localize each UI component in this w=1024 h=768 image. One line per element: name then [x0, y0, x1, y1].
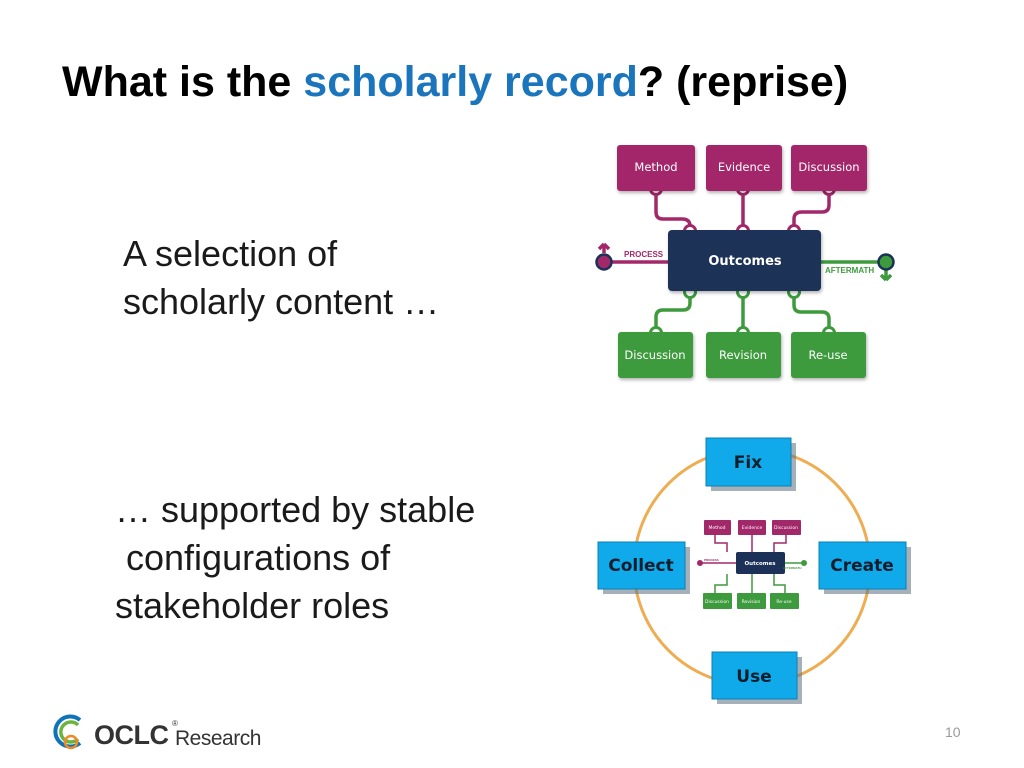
outcomes-label: Outcomes: [708, 254, 782, 269]
stakeholder-roles-statement: … supported by stable configurations of …: [115, 486, 475, 630]
discussion-bottom-label: Discussion: [624, 348, 685, 362]
statement-line: … supported by stable: [115, 489, 476, 530]
mini-revision-label: Revision: [742, 599, 761, 605]
create-role-label: Create: [830, 556, 894, 576]
oclc-research-logo: OCLC ® Research: [50, 712, 261, 756]
discussion-top-box: [791, 145, 867, 191]
mini-aftermath-label: AFTERMATH: [783, 566, 801, 570]
scholarly-content-statement: A selection of scholarly content …: [123, 230, 439, 326]
collect-role-label: Collect: [608, 556, 674, 576]
slide-title: What is the scholarly record? (reprise): [62, 58, 848, 107]
statement-line: configurations of: [126, 537, 391, 578]
stakeholder-roles-diagram: Method Evidence Discussion Discussion Re…: [597, 437, 911, 704]
logo-suffix: Research: [175, 727, 261, 750]
scholarly-record-diagram: Method Evidence Discussion Discussion Re…: [595, 145, 895, 378]
title-text-start: What is the: [62, 58, 304, 106]
title-accent-text: scholarly record: [303, 58, 638, 106]
fix-role-box: [705, 437, 792, 487]
oclc-logo-icon: [53, 714, 82, 750]
method-box: [617, 145, 695, 191]
revision-label: Revision: [719, 348, 767, 362]
fix-role-label: Fix: [734, 453, 762, 473]
collect-role-box: [597, 541, 686, 590]
reuse-box: [791, 332, 866, 378]
evidence-box: [706, 145, 782, 191]
method-label: Method: [634, 160, 677, 174]
page-number: 10: [945, 724, 961, 740]
statement-line: scholarly content …: [123, 281, 440, 322]
revision-box: [706, 332, 781, 378]
process-label: PROCESS: [624, 250, 664, 259]
logo-registered-mark: ®: [172, 719, 178, 728]
use-role-box: [711, 651, 798, 700]
mini-discussion-bottom-label: Discussion: [705, 599, 729, 605]
mini-process-label: PROCESS: [704, 558, 719, 562]
mini-reuse-label: Re-use: [776, 599, 792, 605]
mini-record-diagram: Method Evidence Discussion Discussion Re…: [697, 520, 807, 609]
statement-line: A selection of: [123, 233, 338, 274]
mini-outcomes-label: Outcomes: [745, 561, 777, 567]
logo-name: OCLC: [94, 720, 169, 750]
mini-discussion-top-label: Discussion: [774, 525, 798, 531]
discussion-top-label: Discussion: [798, 160, 859, 174]
discussion-bottom-box: [618, 332, 693, 378]
aftermath-label: AFTERMATH: [825, 266, 874, 275]
title-text-end: ? (reprise): [637, 58, 849, 106]
reuse-label: Re-use: [808, 348, 847, 362]
statement-line: stakeholder roles: [115, 585, 390, 626]
create-role-box: [818, 541, 907, 590]
evidence-label: Evidence: [718, 160, 770, 174]
mini-method-label: Method: [709, 525, 726, 531]
mini-evidence-label: Evidence: [742, 525, 763, 531]
outcomes-box: [668, 230, 821, 291]
use-role-label: Use: [736, 667, 771, 687]
